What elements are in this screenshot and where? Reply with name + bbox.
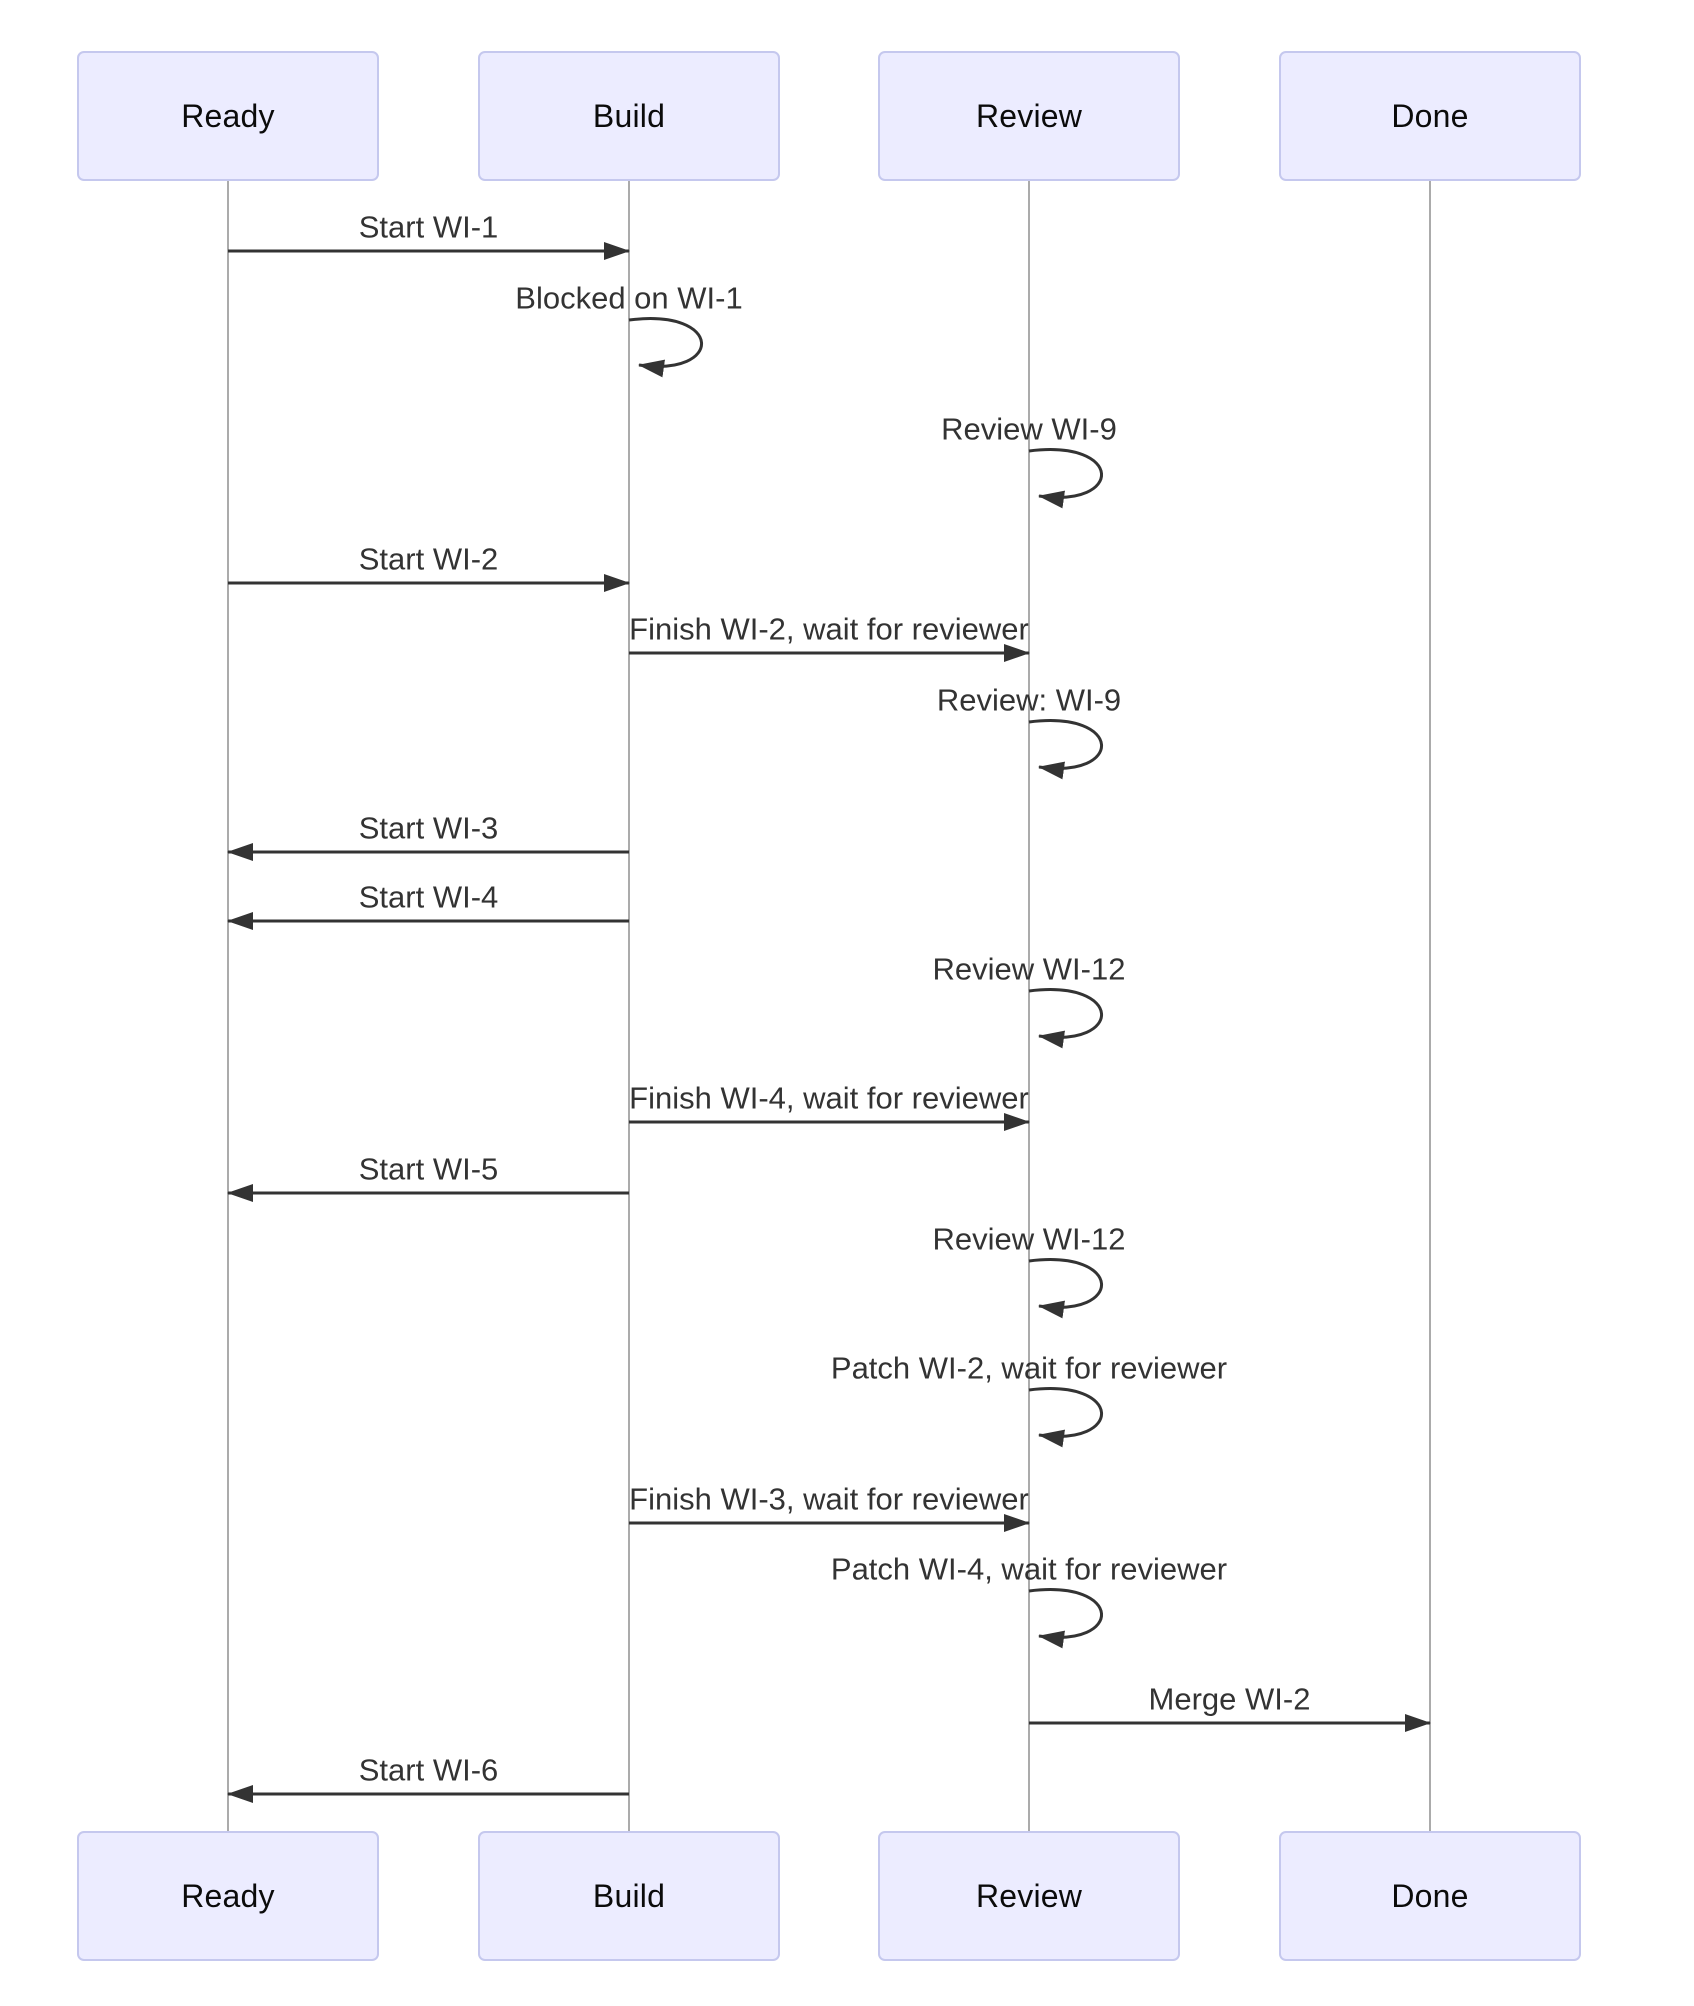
participant-box-review-bottom: Review bbox=[878, 1831, 1180, 1961]
participant-box-build-bottom: Build bbox=[478, 1831, 780, 1961]
participant-box-ready-bottom: Ready bbox=[77, 1831, 379, 1961]
participant-label-build-bottom: Build bbox=[592, 1877, 666, 1914]
participant-label-review-top: Review bbox=[975, 97, 1083, 134]
self-message-loop-2 bbox=[1028, 448, 1103, 509]
message-label-7: Start WI-4 bbox=[358, 879, 499, 915]
self-message-loop-1 bbox=[628, 317, 703, 378]
message-label-10: Start WI-5 bbox=[358, 1151, 499, 1187]
self-message-loop-8 bbox=[1028, 988, 1103, 1049]
self-message-loop-14 bbox=[1028, 1588, 1103, 1649]
self-message-loop-12 bbox=[1028, 1387, 1103, 1448]
message-label-4: Finish WI-2, wait for reviewer bbox=[629, 611, 1029, 647]
message-label-8: Review WI-12 bbox=[932, 951, 1126, 987]
message-label-0: Start WI-1 bbox=[358, 209, 499, 245]
participant-box-ready-top: Ready bbox=[77, 51, 379, 181]
lifelines bbox=[227, 181, 1431, 1831]
message-label-6: Start WI-3 bbox=[358, 810, 499, 846]
participant-box-done-top: Done bbox=[1279, 51, 1581, 181]
participant-label-ready-top: Ready bbox=[181, 97, 275, 134]
message-label-3: Start WI-2 bbox=[358, 541, 499, 577]
message-label-9: Finish WI-4, wait for reviewer bbox=[629, 1080, 1029, 1116]
self-message-loop-11 bbox=[1028, 1258, 1103, 1319]
message-label-2: Review WI-9 bbox=[941, 411, 1117, 447]
self-message-loop-5 bbox=[1028, 719, 1103, 780]
message-lines bbox=[227, 242, 1431, 1803]
participant-box-done-bottom: Done bbox=[1279, 1831, 1581, 1961]
message-label-15: Merge WI-2 bbox=[1148, 1681, 1311, 1717]
participant-label-done-top: Done bbox=[1391, 97, 1469, 134]
message-label-12: Patch WI-2, wait for reviewer bbox=[830, 1350, 1228, 1386]
participant-label-review-bottom: Review bbox=[975, 1877, 1083, 1914]
message-label-14: Patch WI-4, wait for reviewer bbox=[830, 1551, 1228, 1587]
message-label-1: Blocked on WI-1 bbox=[515, 280, 743, 316]
participant-label-build-top: Build bbox=[592, 97, 666, 134]
participant-label-ready-bottom: Ready bbox=[181, 1877, 275, 1914]
message-label-11: Review WI-12 bbox=[932, 1221, 1126, 1257]
message-label-13: Finish WI-3, wait for reviewer bbox=[629, 1481, 1029, 1517]
participant-box-review-top: Review bbox=[878, 51, 1180, 181]
message-label-16: Start WI-6 bbox=[358, 1752, 499, 1788]
participant-label-done-bottom: Done bbox=[1391, 1877, 1469, 1914]
participant-box-build-top: Build bbox=[478, 51, 780, 181]
message-label-5: Review: WI-9 bbox=[936, 682, 1122, 718]
